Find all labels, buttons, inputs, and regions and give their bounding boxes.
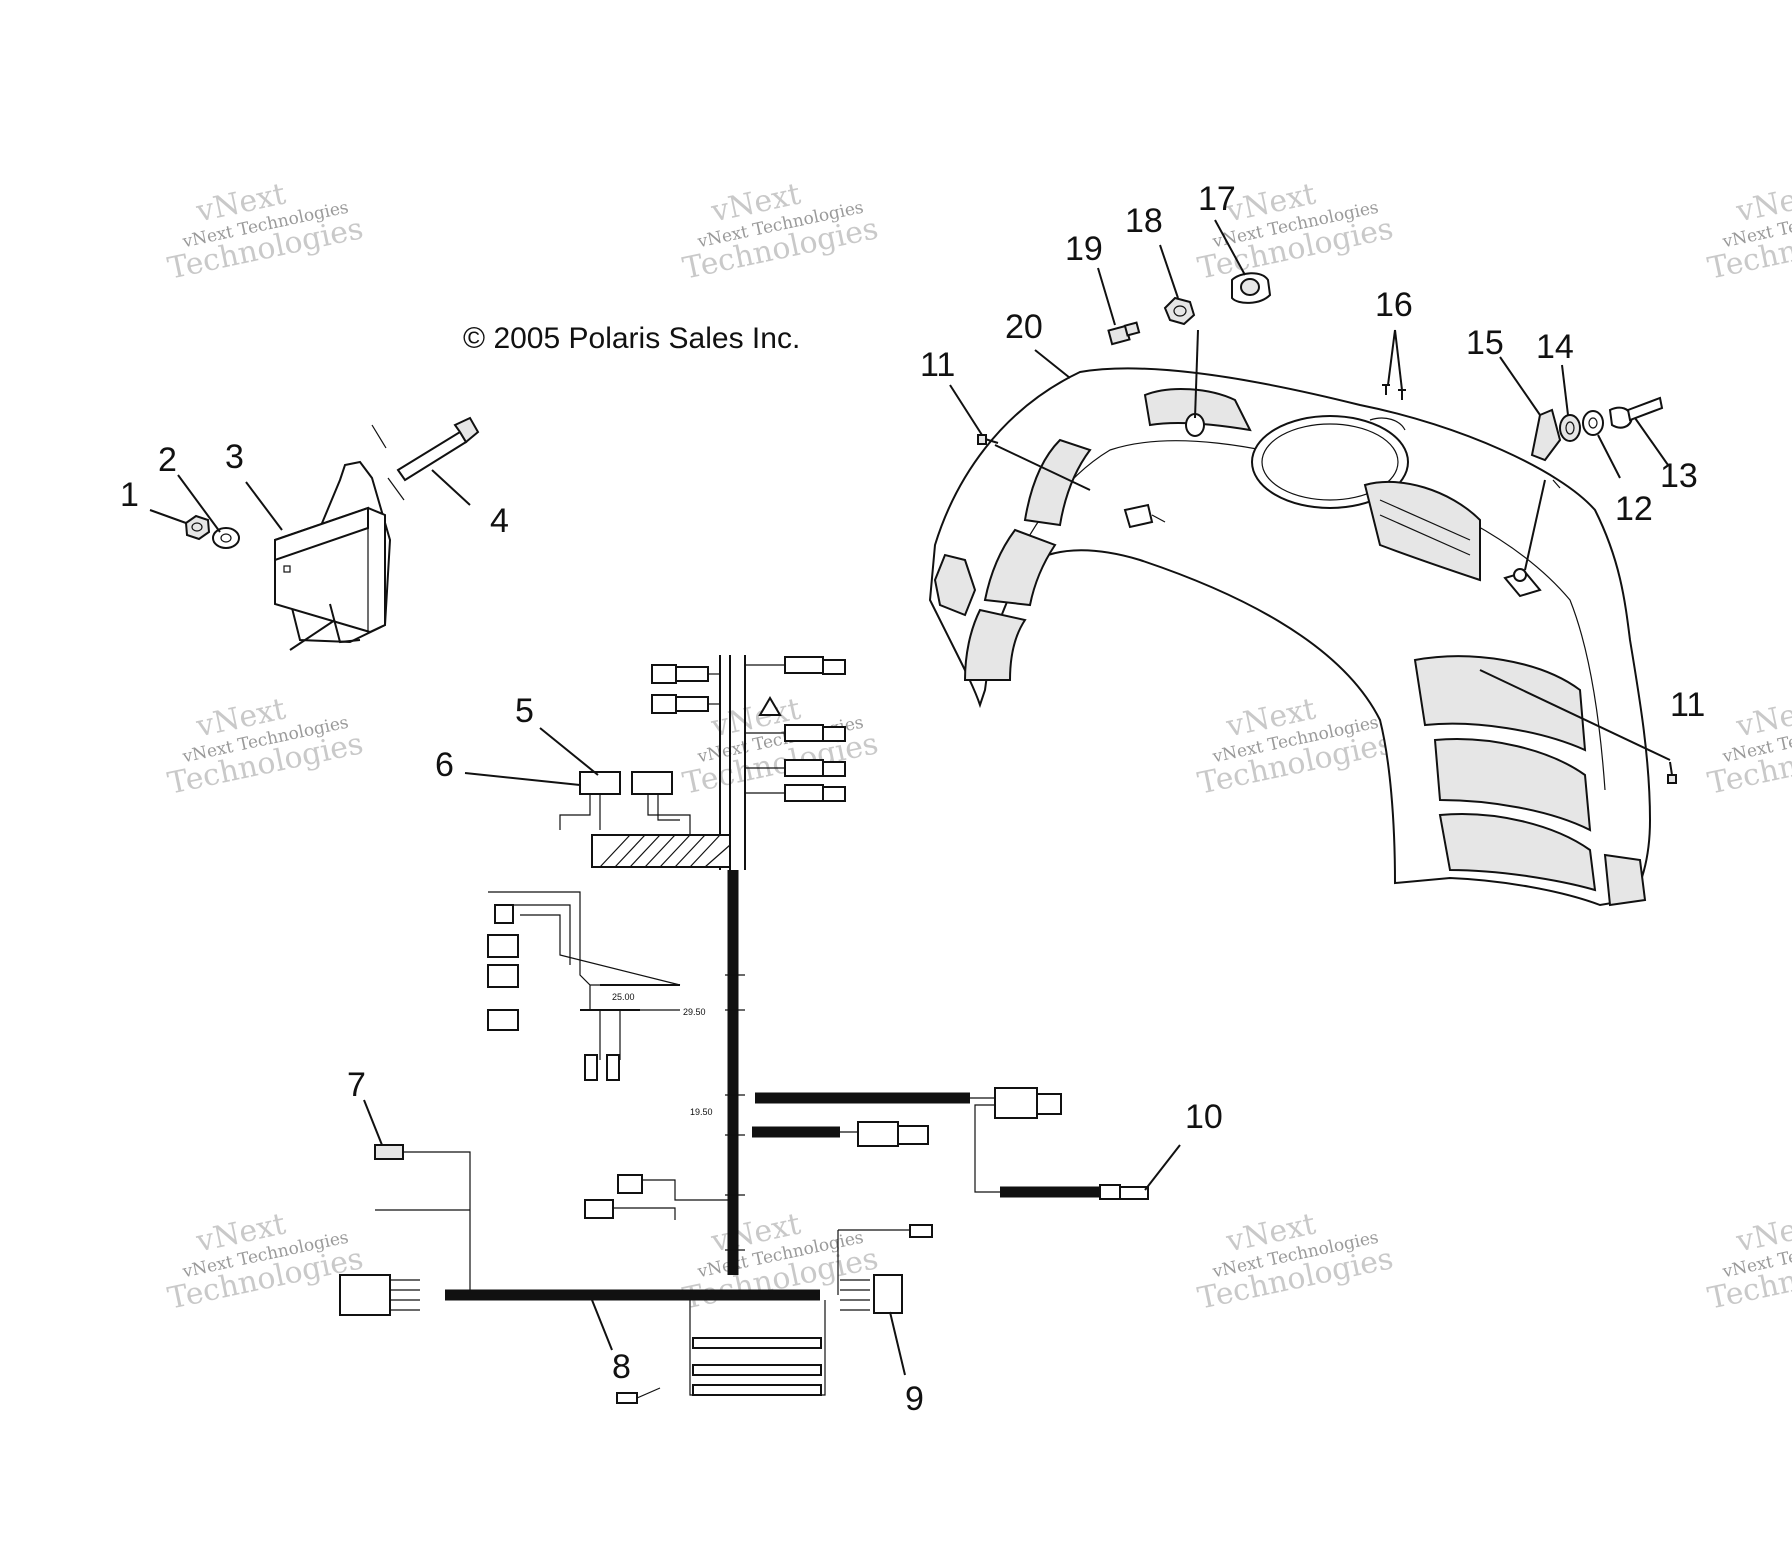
callout-17: 17 (1198, 180, 1236, 218)
leader-line (539, 727, 599, 776)
watermark: vNext vNext Technologies Technologies (1705, 692, 1792, 802)
callout-2: 2 (158, 441, 177, 479)
callout-6: 6 (435, 746, 454, 784)
callout-3: 3 (225, 438, 244, 476)
callout-9: 9 (905, 1380, 924, 1418)
callout-5: 5 (515, 692, 534, 730)
light-pod-right (1363, 481, 1481, 582)
callout-12: 12 (1615, 490, 1653, 528)
watermark: vNext vNext Technologies Technologies (1195, 1207, 1396, 1317)
dimension-label: 29.50 (683, 1007, 706, 1017)
leader-line (177, 474, 221, 533)
connector (837, 1224, 933, 1314)
regulator-box-part (274, 460, 392, 651)
hood-panel-assembly (928, 367, 1652, 907)
callout-7: 7 (347, 1066, 366, 1104)
left-branch (487, 891, 681, 1081)
bushing-part (1559, 414, 1581, 442)
dimension-label: 25.00 (612, 992, 635, 1002)
callout-13: 13 (1660, 457, 1698, 495)
callout-14: 14 (1536, 328, 1574, 366)
leader-line (591, 1299, 613, 1351)
regulator-assembly (149, 416, 480, 651)
callout-labels: 1 2 3 4 5 6 7 8 9 10 11 11 12 13 14 15 1… (120, 180, 1705, 1418)
leader-line (1144, 1144, 1181, 1191)
watermark: vNext vNext Technologies Technologies (1705, 1207, 1792, 1317)
callout-11: 11 (1670, 686, 1705, 724)
lever-part (1530, 408, 1562, 489)
leader-line (889, 1311, 906, 1376)
right-vent (1413, 655, 1597, 892)
hood-leaders (949, 219, 1671, 761)
key-part (1107, 321, 1141, 346)
washer-part (1582, 410, 1604, 436)
wiring-harness: 29.50 25.00 19.50 (339, 655, 1181, 1404)
leader-line (464, 772, 581, 786)
right-branch (752, 1087, 1149, 1200)
left-vent (963, 438, 1092, 681)
watermark: vNext vNext Technologies Technologies (1705, 177, 1792, 287)
dimension-label: 19.50 (690, 1107, 713, 1117)
callout-15: 15 (1466, 324, 1504, 362)
watermark: vNext vNext Technologies Technologies (165, 1207, 366, 1317)
lower-left-branch (374, 1144, 730, 1290)
light-pod-left (1143, 387, 1252, 437)
nut-part (1163, 296, 1196, 326)
callout-4: 4 (490, 502, 509, 540)
leader-line (149, 509, 187, 524)
callout-19: 19 (1065, 230, 1103, 268)
relay-part (559, 771, 691, 835)
callout-20: 20 (1005, 308, 1043, 346)
harness-loops (616, 1300, 826, 1404)
harness-junction (591, 834, 731, 868)
callout-11: 11 (920, 346, 955, 384)
leader-line (363, 1099, 383, 1146)
washer-part (212, 527, 240, 549)
watermark: vNext vNext Technologies Technologies (165, 177, 366, 287)
callout-8: 8 (612, 1348, 631, 1386)
callout-16: 16 (1375, 286, 1413, 324)
callout-1: 1 (120, 476, 139, 514)
bolt-part (371, 416, 480, 506)
copyright-notice: © 2005 Polaris Sales Inc. (463, 322, 800, 355)
ignition-switch-part (1231, 272, 1272, 304)
shaft-part (1608, 396, 1664, 429)
watermark: vNext vNext Technologies Technologies (680, 177, 881, 287)
watermark: vNext vNext Technologies Technologies (680, 692, 881, 802)
screw-part (1667, 761, 1677, 784)
leader-line (245, 481, 283, 531)
nut-part (184, 514, 211, 541)
callout-18: 18 (1125, 202, 1163, 240)
callout-10: 10 (1185, 1098, 1223, 1136)
watermark: vNext vNext Technologies Technologies (165, 692, 366, 802)
connector (651, 656, 846, 802)
